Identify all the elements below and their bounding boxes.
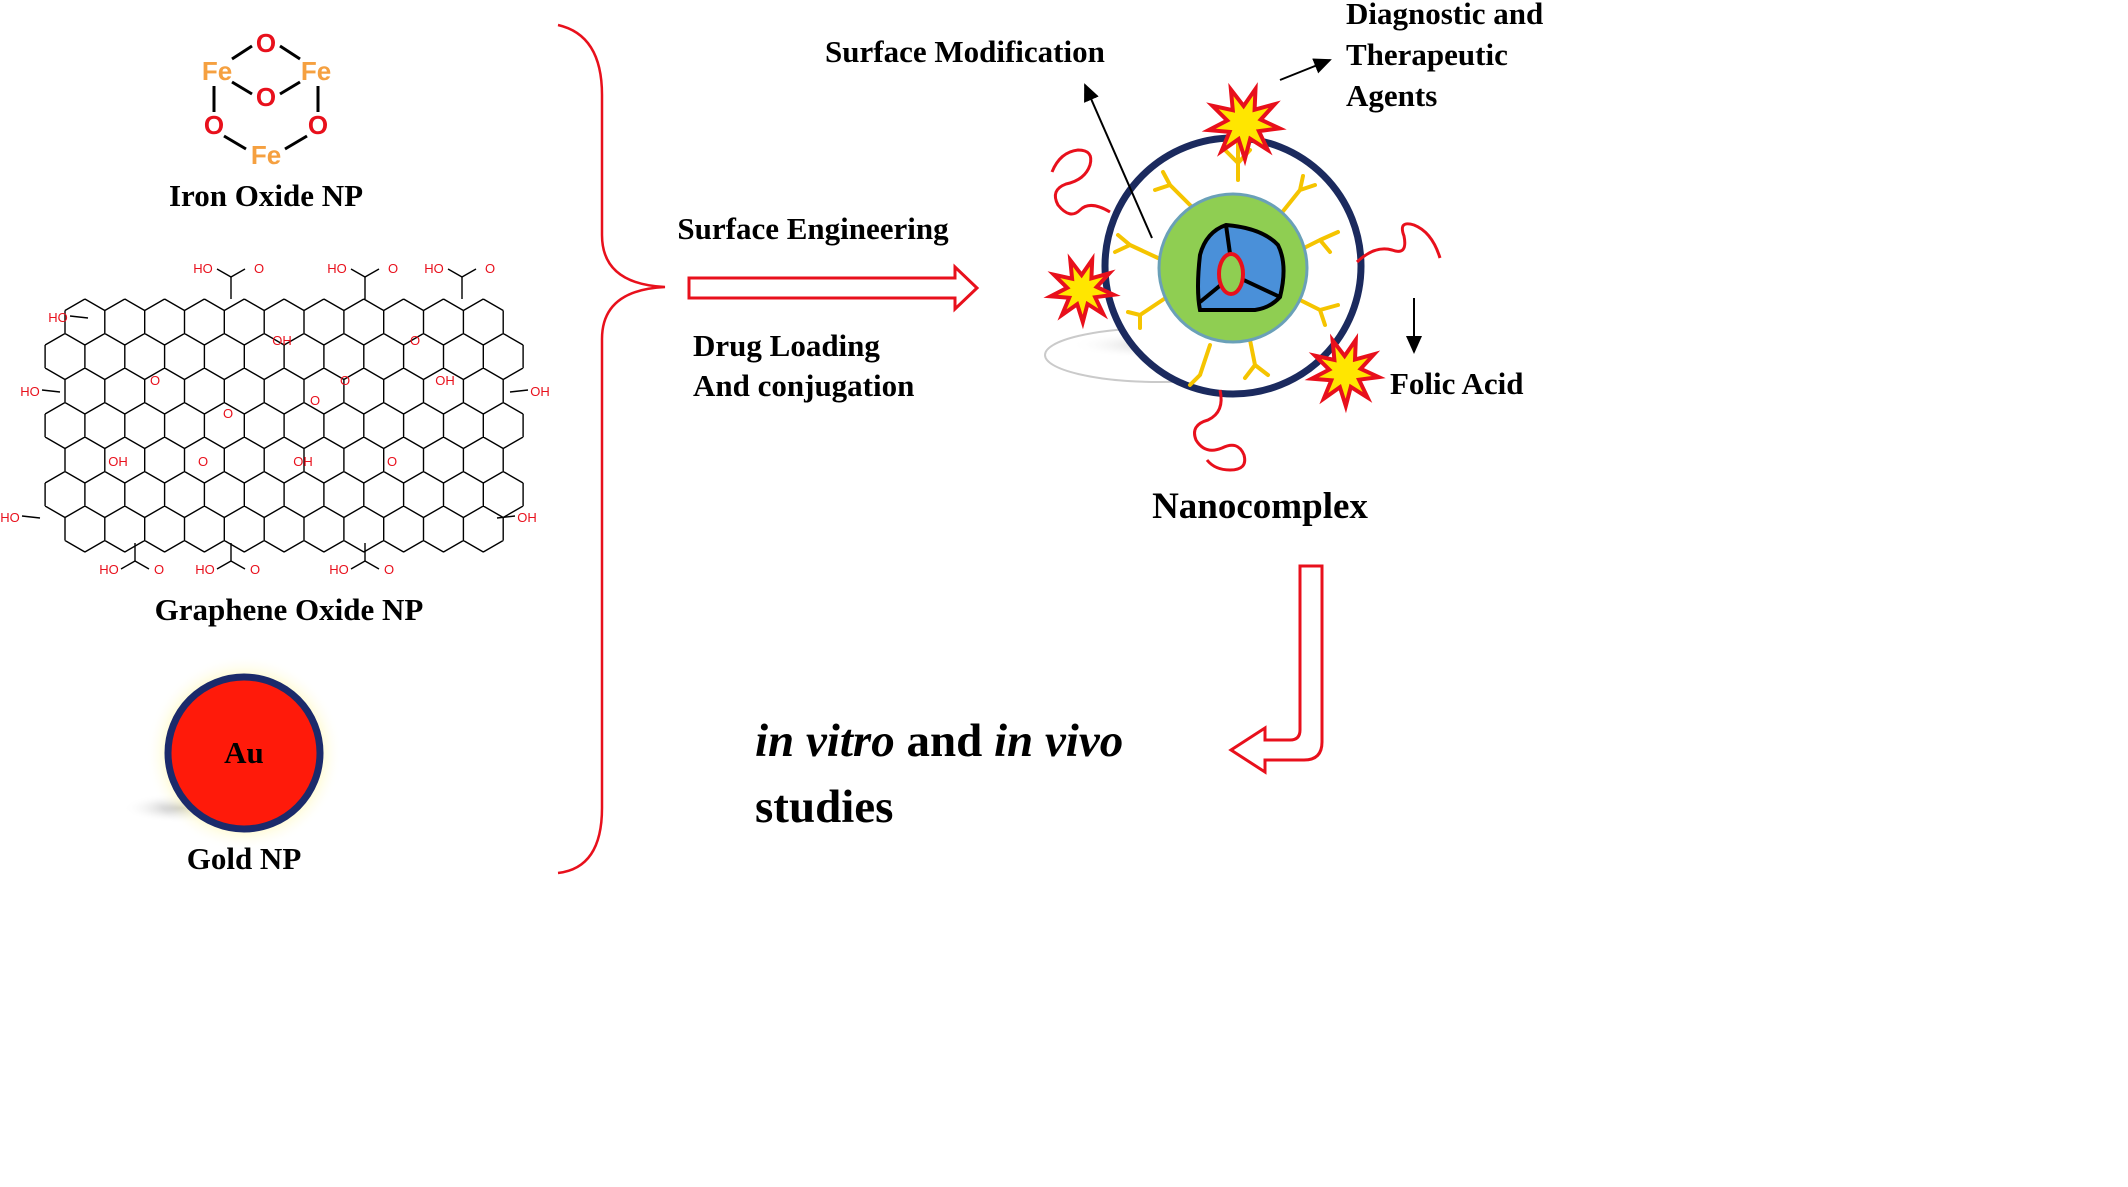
pointer-agents <box>1279 58 1332 81</box>
bond <box>350 268 366 278</box>
atom-o: O <box>256 28 276 58</box>
epoxy-group: O <box>387 454 397 469</box>
carboxyl-group: O <box>154 562 164 577</box>
linker-group <box>1113 138 1340 387</box>
carboxyl-group: HO <box>20 384 40 399</box>
bond <box>461 268 477 278</box>
nanocomplex-title: Nanocomplex <box>1152 486 1368 527</box>
epoxy-group: O <box>150 373 160 388</box>
bond <box>41 389 61 393</box>
agents-label-line1: Diagnostic and <box>1346 0 1543 31</box>
carboxyl-group: HO <box>0 510 20 525</box>
hydroxyl-group: OH <box>108 454 128 469</box>
gold-nanoparticle: Au <box>123 655 342 851</box>
atom-fe: Fe <box>251 140 281 170</box>
bond <box>509 389 529 393</box>
carboxyl-group: O <box>485 261 495 276</box>
epoxy-group: O <box>223 406 233 421</box>
carboxyl-group: O <box>388 261 398 276</box>
bond <box>496 515 516 519</box>
gold-symbol: Au <box>224 735 264 770</box>
grouping-brace <box>557 23 666 875</box>
surface-engineering-label: Surface Engineering <box>677 211 949 246</box>
graphene-lattice <box>44 298 524 553</box>
epoxy-group: O <box>410 333 420 348</box>
bond <box>69 315 89 319</box>
atom-o: O <box>308 110 328 140</box>
atom-o: O <box>256 82 276 112</box>
folic-acid-label: Folic Acid <box>1390 366 1523 401</box>
atom-o: O <box>204 110 224 140</box>
agent-star <box>1043 252 1121 330</box>
carboxyl-group: HO <box>99 562 119 577</box>
carboxyl-group: O <box>254 261 264 276</box>
iron-oxide-molecule: O Fe Fe O O O Fe <box>202 28 331 170</box>
hydroxyl-group: OH <box>272 333 292 348</box>
graphene-oxide-label: Graphene Oxide NP <box>155 592 424 627</box>
studies-line1: in vitro and in vivo <box>755 715 1123 767</box>
iron-oxide-label: Iron Oxide NP <box>169 178 363 213</box>
gold-core <box>164 673 324 833</box>
epoxy-group: O <box>198 454 208 469</box>
hydroxyl-group: OH <box>293 454 313 469</box>
bond <box>216 560 232 570</box>
epoxy-group: O <box>310 393 320 408</box>
studies-line2: studies <box>755 781 893 833</box>
conjugation-label: And conjugation <box>693 368 914 403</box>
gold-label: Gold NP <box>187 841 302 876</box>
agents-label-line3: Agents <box>1346 78 1437 113</box>
bond <box>230 268 246 278</box>
process-arrow <box>687 263 980 313</box>
hydroxyl-group: OH <box>435 373 455 388</box>
carboxyl-group: O <box>250 562 260 577</box>
agent-star <box>1201 82 1287 167</box>
atom-fe: Fe <box>301 56 331 86</box>
carboxyl-group: HO <box>195 562 215 577</box>
bond <box>230 560 246 570</box>
pointer-surface-modification <box>1084 83 1153 239</box>
bond <box>364 268 380 278</box>
carboxyl-group: O <box>384 562 394 577</box>
drug-loading-label: Drug Loading <box>693 328 880 363</box>
core-nucleus <box>1217 252 1245 296</box>
polymer-chains <box>1050 148 1442 472</box>
carboxyl-group: HO <box>48 310 68 325</box>
bond <box>134 560 150 570</box>
carboxyl-group: HO <box>329 562 349 577</box>
and-text: and <box>895 715 994 767</box>
bond <box>120 560 136 570</box>
carboxyl-group: HO <box>193 261 213 276</box>
carboxyl-group: OH <box>530 384 550 399</box>
bond <box>21 515 41 519</box>
nanocomplex-illustration <box>1043 82 1442 472</box>
agent-star <box>1304 332 1386 414</box>
atom-fe: Fe <box>202 56 232 86</box>
bond <box>216 268 232 278</box>
epoxy-group: O <box>340 373 350 388</box>
studies-arrow <box>1228 564 1324 775</box>
surface-modification-label: Surface Modification <box>825 34 1105 69</box>
bond <box>364 560 380 570</box>
carboxyl-group: HO <box>327 261 347 276</box>
in-vitro-text: in vitro <box>755 715 895 767</box>
bond <box>350 560 366 570</box>
in-vivo-text: in vivo <box>994 715 1123 767</box>
carboxyl-group: OH <box>517 510 537 525</box>
agents-label-line2: Therapeutic <box>1346 37 1508 72</box>
carboxyl-group: HO <box>424 261 444 276</box>
bond <box>447 268 463 278</box>
